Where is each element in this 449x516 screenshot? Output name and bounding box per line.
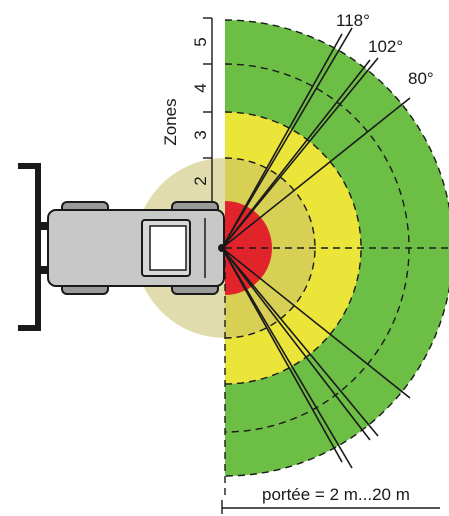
- zone-number-3: 3: [191, 130, 210, 139]
- beam-102-upper-inner: [221, 59, 371, 249]
- zones-axis-title: Zones: [161, 98, 180, 145]
- angle-label-118: 118°: [336, 11, 370, 30]
- beam-118-upper-outer: [221, 27, 353, 249]
- vehicle: [18, 163, 226, 331]
- beam-102-upper-outer: [221, 57, 379, 249]
- angle-label-80: 80°: [408, 69, 434, 88]
- ring-zone-5: [224, 19, 449, 477]
- range-bracket: [221, 500, 440, 514]
- beam-118-lower-inner: [221, 247, 353, 469]
- beam-80-upper: [221, 97, 411, 249]
- vehicle-body: [47, 209, 225, 287]
- zone-number-5: 5: [191, 37, 210, 46]
- vehicle-blade: [18, 163, 41, 331]
- zone-number-2: 2: [191, 176, 210, 185]
- beam-80-lower: [221, 247, 411, 399]
- beam-118-lower-outer: [221, 247, 343, 463]
- beam-102-lower-inner: [221, 247, 379, 437]
- range-label: portée = 2 m...20 m: [262, 485, 410, 504]
- zone-axis: [203, 17, 213, 203]
- beam-102-lower-outer: [221, 247, 371, 441]
- cabin-window: [149, 225, 187, 271]
- ring-zone-3: [224, 111, 362, 385]
- beam-lines: [221, 27, 411, 469]
- zone-number-4: 4: [191, 83, 210, 92]
- angle-label-102: 102°: [368, 37, 403, 56]
- ring-zone-2: [224, 157, 316, 339]
- beam-118-upper-inner: [221, 33, 343, 249]
